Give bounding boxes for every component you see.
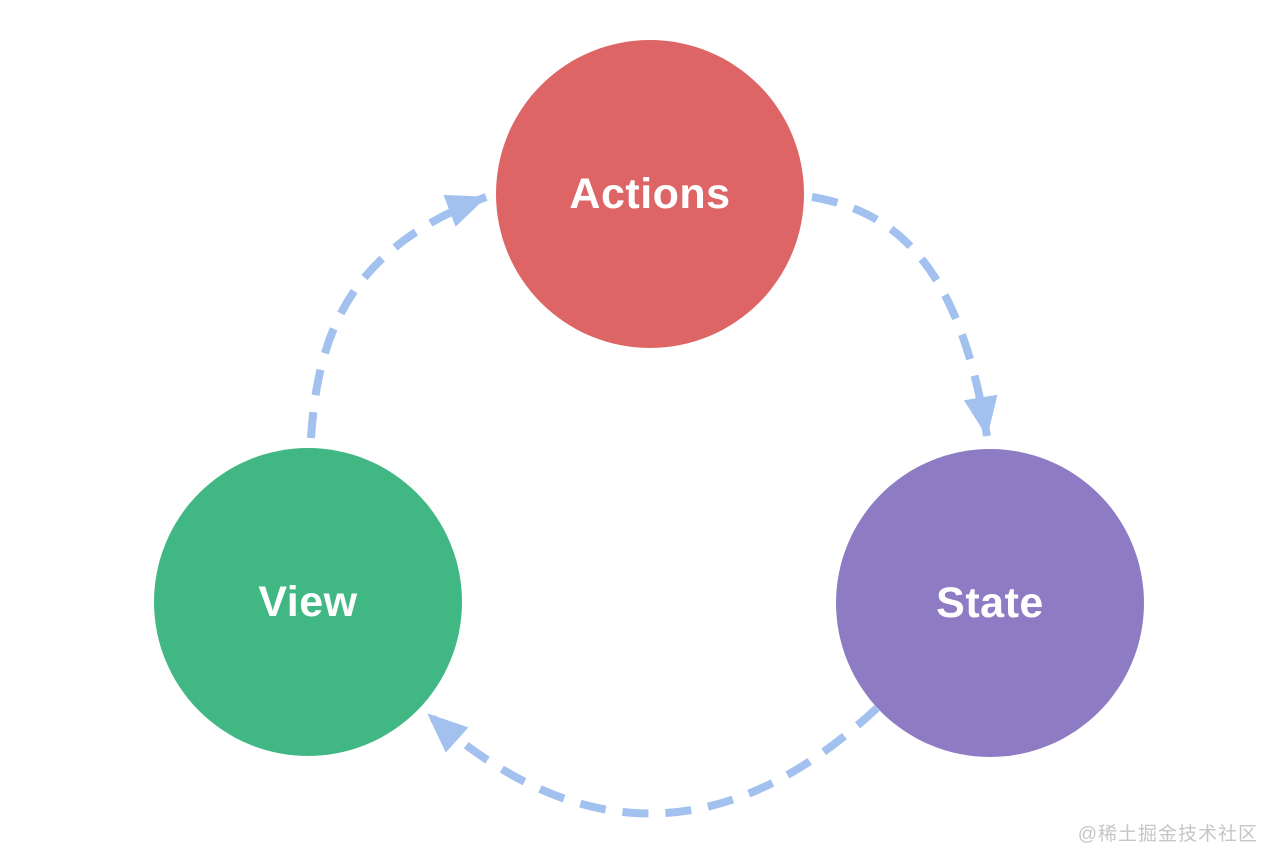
node-view: View	[154, 448, 462, 756]
node-state-label: State	[936, 578, 1044, 627]
node-actions: Actions	[496, 40, 804, 348]
node-actions-label: Actions	[569, 169, 731, 218]
node-view-label: View	[258, 577, 358, 626]
arrow-state-to-view	[425, 705, 880, 818]
node-state: State	[836, 449, 1144, 757]
arrow-actions-to-state	[811, 193, 998, 437]
arrow-view-to-actions	[307, 193, 488, 439]
watermark: @稀土掘金技术社区	[1077, 824, 1258, 845]
